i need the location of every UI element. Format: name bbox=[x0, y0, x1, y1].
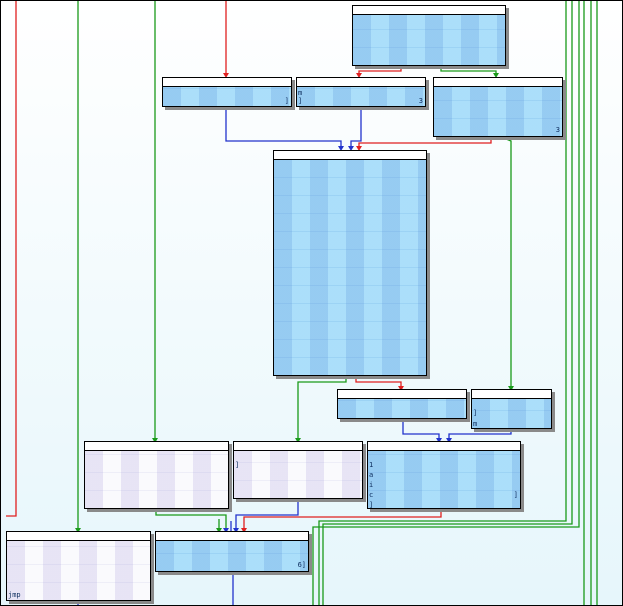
node-text: a bbox=[369, 471, 374, 479]
edge-green-r2 bbox=[322, 1, 573, 605]
edge-n3-n5 bbox=[350, 107, 362, 149]
arrowhead bbox=[348, 146, 354, 151]
node-header[interactable] bbox=[234, 442, 362, 451]
node-text: ] bbox=[369, 501, 374, 509]
graph-node[interactable] bbox=[337, 389, 467, 419]
arrowhead bbox=[398, 386, 404, 391]
edge-n5-n9 bbox=[297, 376, 347, 441]
arrowhead bbox=[223, 73, 229, 78]
node-text: ] bbox=[284, 97, 289, 105]
graph-node[interactable]: ] bbox=[162, 77, 292, 107]
arrowhead bbox=[233, 528, 239, 533]
arrowhead bbox=[223, 528, 229, 533]
arrowhead bbox=[508, 386, 514, 391]
graph-node[interactable] bbox=[352, 5, 506, 66]
node-body[interactable] bbox=[85, 451, 228, 508]
node-text: ] bbox=[473, 409, 478, 417]
edge-n5-n6 bbox=[355, 376, 402, 389]
node-text: i bbox=[369, 481, 374, 489]
arrowhead bbox=[338, 146, 344, 151]
graph-node[interactable] bbox=[84, 441, 229, 509]
node-text: ] bbox=[513, 491, 518, 499]
node-header[interactable] bbox=[163, 78, 291, 87]
node-text: 3 bbox=[555, 126, 560, 134]
graph-node[interactable]: 6] bbox=[155, 531, 309, 572]
graph-node[interactable]: m ] 3 bbox=[296, 77, 426, 107]
node-header[interactable] bbox=[274, 151, 426, 160]
node-header[interactable] bbox=[297, 78, 425, 87]
graph-node[interactable]: ] bbox=[233, 441, 363, 499]
node-body[interactable] bbox=[156, 541, 308, 571]
node-header[interactable] bbox=[472, 390, 551, 399]
node-body[interactable] bbox=[297, 87, 425, 106]
node-body[interactable] bbox=[163, 87, 291, 106]
node-header[interactable] bbox=[85, 442, 228, 451]
graph-node[interactable]: 3 bbox=[433, 77, 563, 137]
node-text: m bbox=[473, 420, 478, 428]
edge-n2-n5 bbox=[225, 107, 342, 149]
edge-n1-n4 bbox=[440, 66, 497, 76]
arrowhead bbox=[446, 438, 452, 443]
arrowhead bbox=[356, 73, 362, 78]
node-text: ] bbox=[298, 97, 303, 105]
arrowhead bbox=[295, 438, 301, 443]
edge-n9-n12 bbox=[235, 499, 299, 531]
edge-green-r3 bbox=[312, 1, 580, 605]
graph-node[interactable]: jmp bbox=[6, 531, 151, 601]
edge-n8-n12 bbox=[155, 509, 227, 531]
node-header[interactable] bbox=[368, 442, 520, 451]
edge-n7-n10 bbox=[448, 429, 512, 441]
edge-n6-n10 bbox=[402, 419, 440, 441]
node-text: ] bbox=[235, 461, 240, 469]
node-text: jmp bbox=[8, 591, 21, 599]
node-text: m bbox=[298, 89, 303, 97]
arrowhead bbox=[216, 528, 222, 533]
graph-node[interactable]: ] m bbox=[471, 389, 552, 429]
arrowhead bbox=[152, 438, 158, 443]
edge-red-left bbox=[6, 1, 17, 517]
node-body[interactable] bbox=[234, 451, 362, 498]
node-header[interactable] bbox=[434, 78, 562, 87]
edge-n4-n7 bbox=[500, 136, 512, 389]
node-body[interactable] bbox=[368, 451, 520, 508]
node-text: 6] bbox=[297, 561, 306, 569]
node-header[interactable] bbox=[7, 532, 150, 541]
arrowhead bbox=[241, 528, 247, 533]
node-body[interactable] bbox=[472, 399, 551, 428]
edge-n1-n3 bbox=[358, 66, 402, 76]
edge-green-r1 bbox=[318, 1, 567, 605]
node-header[interactable] bbox=[156, 532, 308, 541]
arrowhead bbox=[356, 146, 362, 151]
node-text: 1 bbox=[369, 461, 374, 469]
node-body[interactable] bbox=[7, 541, 150, 600]
graph-node[interactable]: 1 a i c ] ] bbox=[367, 441, 521, 509]
node-body[interactable] bbox=[274, 160, 426, 375]
node-text: 3 bbox=[418, 97, 423, 105]
node-header[interactable] bbox=[353, 6, 505, 15]
graph-node[interactable] bbox=[273, 150, 427, 376]
node-body[interactable] bbox=[338, 399, 466, 418]
edge-n4-n5 bbox=[358, 137, 492, 149]
arrowhead bbox=[493, 73, 499, 78]
edge-n10-n12 bbox=[243, 509, 442, 531]
node-body[interactable] bbox=[353, 15, 505, 65]
node-header[interactable] bbox=[338, 390, 466, 399]
arrowhead bbox=[436, 438, 442, 443]
node-text: c bbox=[369, 491, 374, 499]
node-body[interactable] bbox=[434, 87, 562, 136]
arrowhead bbox=[75, 528, 81, 533]
